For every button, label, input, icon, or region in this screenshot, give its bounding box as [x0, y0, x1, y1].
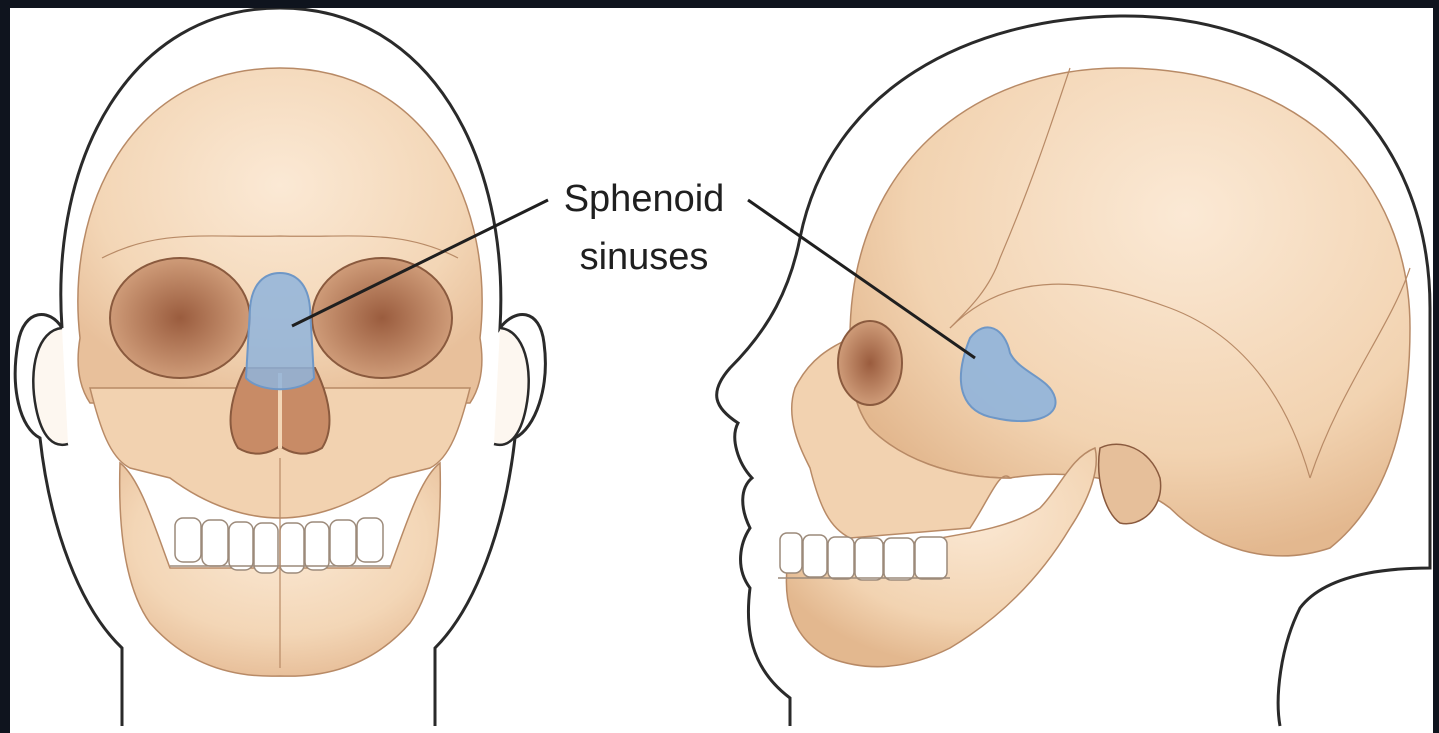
lateral-teeth	[778, 533, 950, 580]
right-ear	[494, 328, 529, 445]
skull-illustration	[10, 8, 1433, 733]
diagram-panel: Sphenoid sinuses	[10, 8, 1433, 733]
left-orbit	[110, 258, 250, 378]
right-orbit	[312, 258, 452, 378]
label-sphenoid: Sphenoid	[540, 176, 748, 222]
label-sinuses: sinuses	[540, 234, 748, 280]
lateral-view	[717, 16, 1430, 726]
frontal-view	[15, 8, 545, 726]
sphenoid-sinus-frontal	[246, 273, 314, 389]
left-ear	[33, 328, 68, 445]
lateral-orbit	[838, 321, 902, 405]
